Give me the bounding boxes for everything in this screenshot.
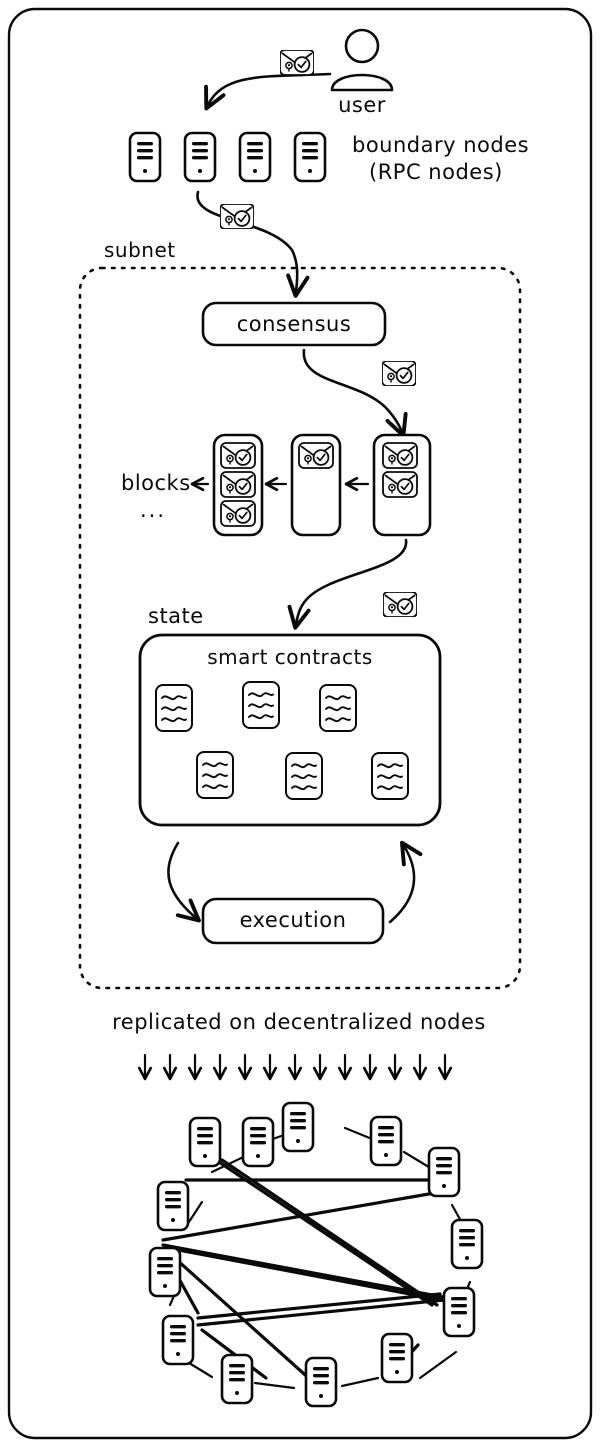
blocks-label: blocks xyxy=(121,471,191,495)
consensus-box xyxy=(201,301,387,347)
user-icon xyxy=(330,28,394,92)
consensus-label: consensus xyxy=(236,312,352,336)
smart-contract-6 xyxy=(371,752,409,800)
state-label: state xyxy=(148,604,204,628)
boundary-nodes-label-line1: boundary nodes xyxy=(352,133,530,157)
envelope-check-icon-block-to-state xyxy=(383,592,417,617)
replication-arrows xyxy=(137,1053,453,1081)
blocks-ellipsis-label: ... xyxy=(140,498,167,522)
envelope-check-icon-boundary-to-consensus xyxy=(220,204,254,229)
network-node-1 xyxy=(281,1101,315,1153)
boundary-node-3 xyxy=(238,131,272,183)
network-edges xyxy=(161,1123,472,1392)
boundary-nodes-label-line2: (RPC nodes) xyxy=(369,160,503,184)
smart-contract-1 xyxy=(155,684,193,732)
smart-contract-2 xyxy=(242,681,280,729)
network-node-3 xyxy=(427,1146,461,1198)
envelope-check-icon-user-to-boundary xyxy=(280,50,314,75)
network-node-11 xyxy=(156,1180,190,1232)
block-3-envelope-1 xyxy=(382,442,418,469)
network-node-6 xyxy=(380,1332,414,1384)
block-2-envelope-1 xyxy=(298,442,334,469)
block-1-envelope-2 xyxy=(220,471,256,498)
boundary-node-4 xyxy=(293,131,327,183)
arrow-consensus-to-block xyxy=(302,348,408,438)
arrow-execution-to-state xyxy=(388,840,423,924)
arrow-state-to-execution xyxy=(167,841,201,923)
network-node-5 xyxy=(442,1286,476,1338)
smart-contracts-label: smart contracts xyxy=(207,645,373,669)
smart-contract-3 xyxy=(319,684,357,732)
user-label: user xyxy=(338,93,386,117)
block-1-envelope-3 xyxy=(220,500,256,527)
network-node-7 xyxy=(304,1356,338,1408)
block-1-envelope-1 xyxy=(220,442,256,469)
network-node-12 xyxy=(188,1116,222,1168)
block-3-envelope-2 xyxy=(382,471,418,498)
boundary-node-1 xyxy=(128,131,162,183)
arrow-boundary-to-consensus xyxy=(196,190,310,298)
subnet-label: subnet xyxy=(104,238,176,262)
arrow-block-to-state xyxy=(287,538,408,630)
envelope-check-icon-consensus-to-block xyxy=(382,361,416,386)
network-node-13 xyxy=(241,1116,275,1168)
network-node-10 xyxy=(148,1246,182,1298)
network-node-4 xyxy=(450,1218,484,1270)
network-node-8 xyxy=(220,1353,254,1405)
execution-box xyxy=(201,897,385,945)
subnet-boundary xyxy=(78,266,522,990)
network-node-9 xyxy=(161,1314,195,1366)
replicated-label: replicated on decentralized nodes xyxy=(112,1010,486,1034)
network-node-2 xyxy=(369,1115,403,1167)
smart-contract-5 xyxy=(285,752,323,800)
boundary-node-2 xyxy=(183,131,217,183)
execution-label: execution xyxy=(239,908,347,932)
smart-contract-4 xyxy=(196,751,234,799)
